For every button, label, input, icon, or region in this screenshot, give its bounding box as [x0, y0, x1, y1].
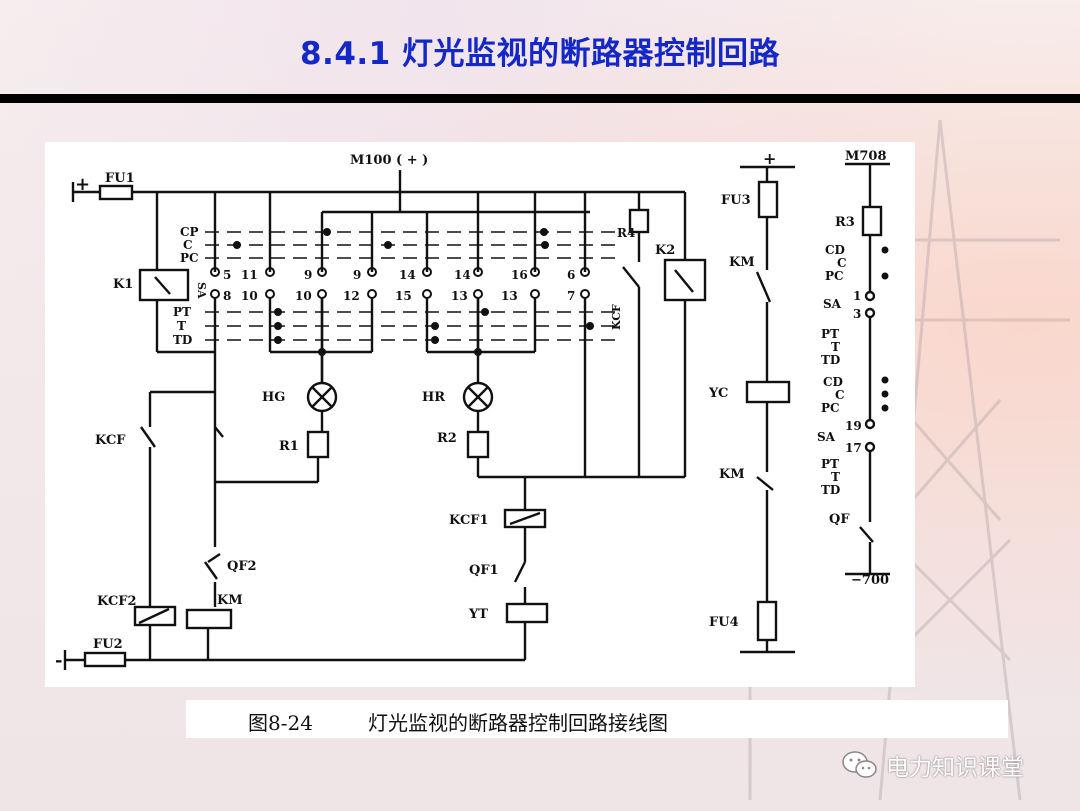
contact-label: 16	[511, 268, 528, 282]
fu2-label: FU2	[93, 637, 123, 652]
km-label: KM	[217, 593, 243, 608]
contact-label: 6	[567, 268, 575, 282]
cd-right-label-2: CD	[823, 375, 843, 389]
figure-caption-text: 灯光监视的断路器控制回路接线图	[368, 711, 668, 735]
contact-label: 14	[399, 268, 416, 282]
c-right-label: C	[837, 256, 847, 270]
fu1-label: FU1	[105, 171, 135, 186]
contact-label: 10	[241, 289, 258, 303]
contact-label: 19	[845, 419, 862, 433]
title-divider	[0, 94, 1080, 103]
pt-label: PT	[173, 305, 191, 319]
k1-label: K1	[113, 277, 133, 292]
contact-label: 8	[223, 289, 231, 303]
contact-label: 1	[853, 289, 861, 303]
fu3-label: FU3	[721, 193, 751, 208]
circuit-diagram-svg: + FU1 M100 ( + ) CP C PC PT T TD K1 SA 5…	[55, 149, 890, 671]
fu4-label: FU4	[709, 615, 739, 630]
contact-label: 13	[451, 289, 468, 303]
c-right-label-2: C	[835, 388, 845, 402]
contact-label: 14	[454, 268, 471, 282]
fu3-plus-label: +	[763, 149, 776, 168]
qf1-label: QF1	[469, 563, 499, 578]
cd-label: CD	[825, 243, 845, 257]
m100-label: M100 ( + )	[350, 153, 428, 168]
pt-right-label: PT	[821, 327, 839, 341]
page-title: 8.4.1 灯光监视的断路器控制回路	[299, 36, 781, 72]
km-right-label: KM	[729, 255, 755, 270]
td-label: TD	[173, 333, 192, 347]
t-right-label: T	[831, 340, 840, 354]
yt-label: YT	[468, 607, 488, 622]
cp-label: CP	[180, 225, 199, 239]
qf-label: QF	[829, 512, 850, 527]
r4-label: R4	[617, 226, 635, 240]
pt-right-label-2: PT	[821, 457, 839, 471]
contact-label: 10	[295, 289, 312, 303]
hr-label: HR	[422, 390, 445, 405]
kcf-vertical-label: KCF	[610, 304, 623, 330]
kcf2-label: KCF2	[97, 594, 137, 609]
contact-label: 7	[567, 289, 575, 303]
qf2-label: QF2	[227, 559, 257, 574]
sa-right-label: SA	[823, 297, 842, 311]
contact-label: 13	[501, 289, 518, 303]
c-label: C	[183, 238, 193, 252]
contact-label: 12	[343, 289, 360, 303]
r1-label: R1	[279, 439, 299, 454]
contact-label: 15	[395, 289, 412, 303]
r2-label: R2	[437, 431, 457, 446]
circuit-diagram: + FU1 M100 ( + ) CP C PC PT T TD K1 SA 5…	[45, 142, 915, 687]
contact-label: 5	[223, 268, 231, 282]
sa-right-label-2: SA	[817, 430, 836, 444]
hg-label: HG	[262, 390, 285, 405]
km-right-label-2: KM	[719, 467, 745, 482]
watermark-text: 电力知识课堂	[886, 755, 1024, 781]
m708-label: M708	[845, 149, 887, 164]
minus700-label: −700	[851, 573, 889, 588]
kcf-label: KCF	[95, 433, 126, 448]
wechat-icon	[842, 751, 877, 778]
contact-label: 11	[241, 268, 258, 282]
yc-label: YC	[708, 386, 728, 401]
minus-label: -	[55, 650, 62, 671]
plus-label: +	[75, 174, 90, 195]
td-right-label: TD	[821, 353, 840, 367]
td-right-label-2: TD	[821, 483, 840, 497]
figure-number: 图8-24	[248, 711, 313, 735]
t-label: T	[177, 319, 186, 333]
r3-label: R3	[835, 215, 855, 230]
sa-label: SA	[195, 282, 208, 299]
contact-label: 9	[304, 268, 312, 282]
k2-label: K2	[655, 243, 675, 258]
contact-label: 17	[845, 441, 862, 455]
kcf1-label: KCF1	[449, 513, 489, 528]
pc-label: PC	[180, 251, 199, 265]
t-right-label-2: T	[831, 470, 840, 484]
contact-label: 3	[853, 307, 861, 321]
pc-right-label: PC	[825, 269, 844, 283]
figure-caption: 图8-24 灯光监视的断路器控制回路接线图	[186, 700, 1008, 738]
contact-label: 9	[353, 268, 361, 282]
watermark: 电力知识课堂	[842, 748, 1024, 782]
pc-right-label-2: PC	[821, 401, 840, 415]
